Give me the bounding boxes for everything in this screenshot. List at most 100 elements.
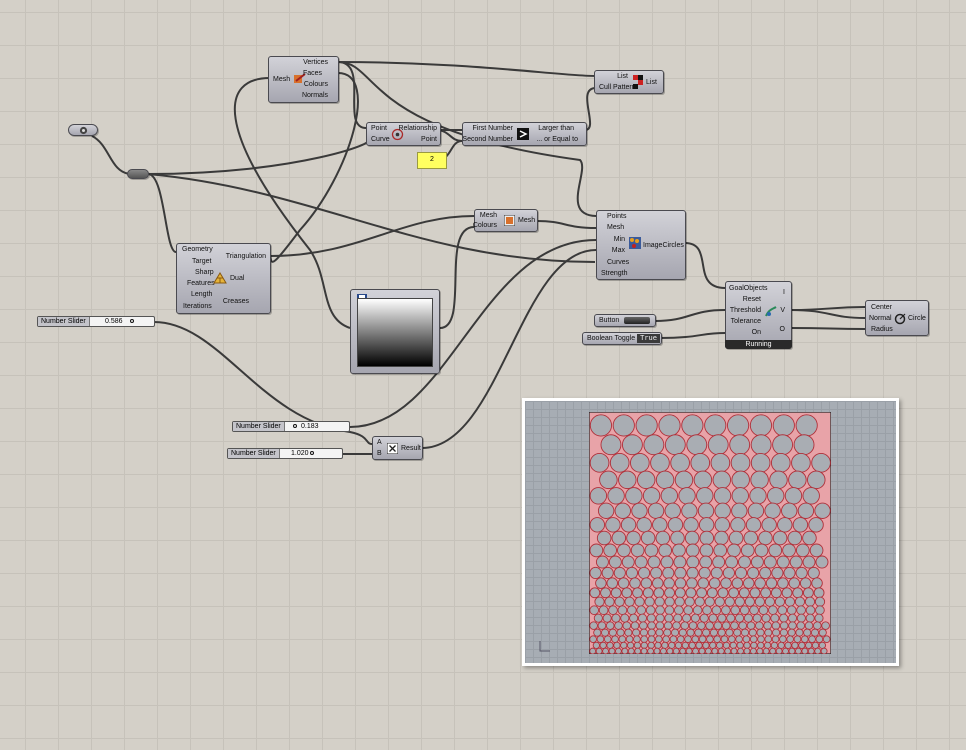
packed-circle bbox=[652, 517, 668, 533]
packed-circle bbox=[717, 587, 729, 599]
packed-circle bbox=[597, 621, 607, 630]
packed-circle bbox=[725, 555, 739, 569]
packed-circle bbox=[714, 530, 729, 546]
number-slider-min[interactable]: Number Slider 0.183 bbox=[232, 421, 350, 432]
push-button[interactable] bbox=[624, 317, 650, 324]
packed-circle bbox=[764, 628, 773, 637]
image-sampler-component[interactable] bbox=[350, 289, 440, 374]
packed-circle bbox=[767, 487, 785, 505]
packed-circle bbox=[621, 555, 635, 569]
packed-circle bbox=[737, 647, 744, 654]
packed-circle bbox=[637, 613, 648, 623]
slider-knob[interactable] bbox=[293, 424, 297, 428]
packed-circle bbox=[710, 453, 731, 473]
cull-pattern-component[interactable]: List Cull Pattern List bbox=[594, 70, 664, 94]
slider-knob[interactable] bbox=[310, 451, 314, 455]
packed-circle bbox=[796, 621, 806, 630]
input-mesh-label: Mesh bbox=[479, 212, 497, 219]
packed-circle bbox=[795, 543, 810, 558]
packed-circle bbox=[724, 596, 735, 607]
packed-circle bbox=[770, 587, 782, 599]
packed-circle bbox=[630, 453, 650, 473]
packed-circle bbox=[652, 577, 664, 589]
deconstruct-mesh-component[interactable]: Mesh Vertices Faces Colours Normals bbox=[268, 56, 339, 103]
input-geometry-label: Geometry bbox=[182, 246, 213, 253]
packed-circle bbox=[805, 605, 816, 616]
packed-circle bbox=[815, 605, 825, 616]
packed-circle bbox=[699, 530, 715, 546]
packed-circle bbox=[647, 555, 661, 569]
packed-circle bbox=[764, 635, 773, 644]
toggle-value[interactable]: True bbox=[637, 334, 660, 343]
packed-circle bbox=[758, 530, 773, 546]
larger-than-component[interactable]: First Number Second Number Larger than .… bbox=[462, 122, 587, 146]
packed-circle bbox=[611, 530, 627, 546]
packed-circle bbox=[674, 577, 687, 589]
packed-circle bbox=[642, 587, 654, 599]
packed-circle bbox=[754, 596, 765, 607]
number-slider-factor[interactable]: Number Slider 1.020 bbox=[227, 448, 343, 459]
packed-circle bbox=[756, 647, 764, 654]
input-features-label: Features bbox=[187, 280, 215, 287]
output-colours-label: Colours bbox=[303, 81, 328, 88]
packed-circle bbox=[803, 628, 812, 637]
geometry-param[interactable] bbox=[68, 124, 98, 136]
packed-circle bbox=[658, 414, 681, 437]
packed-circle bbox=[598, 605, 609, 616]
output-dual-label: Dual bbox=[230, 275, 245, 282]
packed-circle bbox=[787, 613, 798, 623]
slider-name: Number Slider bbox=[228, 449, 280, 458]
output-v-label: V bbox=[780, 307, 785, 314]
packed-circle bbox=[768, 543, 783, 558]
kangaroo-solver-component[interactable]: GoalObjects Reset Threshold Tolerance On… bbox=[725, 281, 792, 349]
packed-circle bbox=[644, 596, 655, 607]
mesh-colour-component[interactable]: Mesh Colours Mesh bbox=[472, 209, 538, 232]
packed-circle bbox=[805, 641, 813, 649]
packed-circle bbox=[792, 517, 809, 533]
value-panel[interactable]: 2 bbox=[417, 152, 447, 169]
packed-circle bbox=[804, 621, 814, 630]
packed-circle bbox=[662, 635, 670, 644]
packed-circle bbox=[618, 470, 637, 490]
button-component[interactable]: Button bbox=[594, 314, 656, 327]
input-cull-pattern-label: Cull Pattern bbox=[599, 84, 636, 91]
packed-circle bbox=[781, 502, 798, 519]
packed-circle bbox=[818, 628, 827, 637]
packed-circle bbox=[640, 641, 648, 649]
packed-circle bbox=[696, 487, 714, 505]
curve-relay-param[interactable] bbox=[127, 169, 149, 179]
packed-circle bbox=[821, 621, 830, 630]
packed-circle bbox=[618, 635, 627, 644]
packed-circle bbox=[752, 613, 762, 623]
input-colours-label: Colours bbox=[472, 222, 497, 229]
kangaroo-icon bbox=[765, 306, 777, 320]
multiply-component[interactable]: A B Result bbox=[372, 436, 423, 460]
circle-packing-preview bbox=[589, 412, 831, 654]
packed-circle bbox=[632, 587, 643, 599]
packed-circle bbox=[669, 635, 678, 644]
circle-cnr-component[interactable]: Center Normal Radius Circle bbox=[865, 300, 929, 336]
mesh-deconstruct-icon bbox=[293, 73, 306, 87]
point-in-curve-component[interactable]: Point Curve Relationship Point bbox=[366, 122, 441, 146]
triangulation-component[interactable]: Geometry Target Sharp Features Length It… bbox=[176, 243, 271, 314]
rhino-viewport[interactable] bbox=[522, 398, 899, 666]
packed-circle bbox=[786, 605, 797, 616]
packed-circle bbox=[789, 555, 803, 569]
packed-circle bbox=[686, 628, 695, 637]
packed-circle bbox=[770, 613, 780, 623]
packed-circle bbox=[696, 587, 708, 599]
packed-circle bbox=[808, 517, 824, 533]
number-slider-iterations[interactable]: Number Slider 0.586 bbox=[37, 316, 155, 327]
packed-circle bbox=[686, 555, 700, 569]
slider-knob[interactable] bbox=[130, 319, 134, 323]
input-center-label: Center bbox=[871, 304, 893, 311]
boolean-toggle-component[interactable]: Boolean Toggle True bbox=[582, 332, 662, 345]
packed-circle bbox=[589, 647, 597, 654]
packed-circle bbox=[620, 613, 630, 623]
packed-circle bbox=[820, 647, 828, 654]
packed-circle bbox=[647, 502, 665, 519]
packed-circle bbox=[636, 605, 647, 616]
packed-circle bbox=[647, 635, 656, 644]
packed-circle bbox=[678, 628, 687, 637]
image-circles-component[interactable]: Points Mesh Min Max Curves Strength Imag… bbox=[596, 210, 686, 280]
